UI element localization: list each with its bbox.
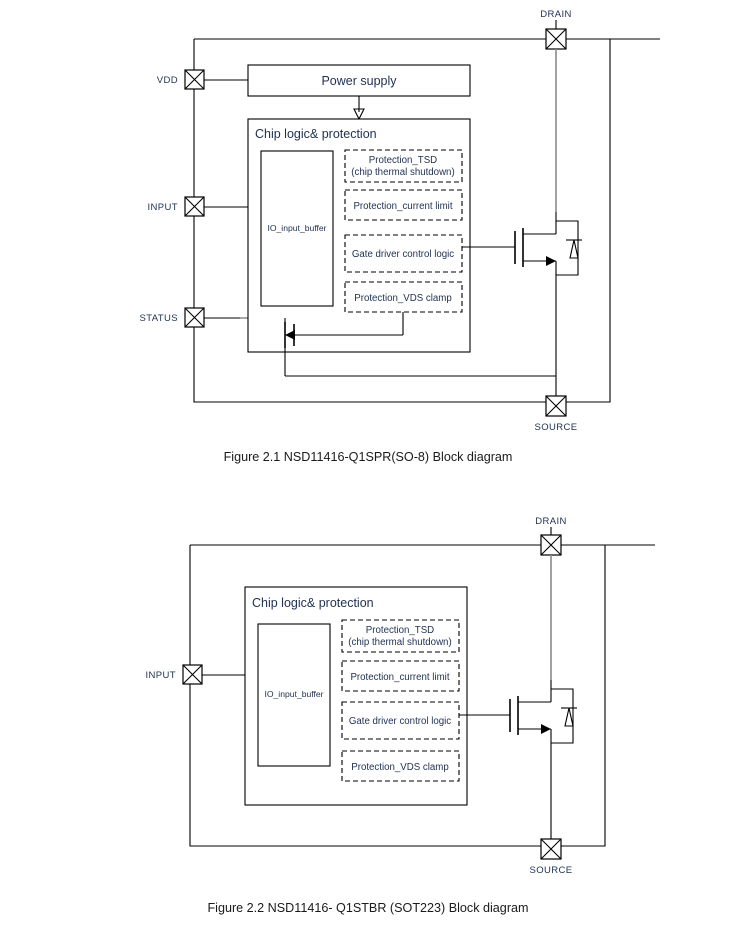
pin-status-x2-1 — [184, 307, 205, 328]
label-protection-tsd-line1-1: Protection_TSD — [369, 155, 437, 166]
pin-drain-x2-1 — [545, 28, 567, 50]
label-protection-current-limit-1: Protection_current limit — [353, 201, 452, 212]
pin-drain-x2-2 — [540, 534, 562, 556]
label-chip-logic-1: Chip logic& protection — [255, 127, 377, 141]
block-io-input-buffer-1[interactable] — [260, 150, 334, 307]
label-protection-tsd-line2-1: (chip thermal shutdown) — [351, 167, 454, 178]
block-protection-tsd-2[interactable] — [341, 619, 460, 653]
body-diode-triangle-2 — [564, 707, 574, 727]
label-protection-tsd-line1-2: Protection_TSD — [366, 625, 434, 636]
label-io-input-buffer-2: IO_input_buffer — [264, 689, 323, 699]
block-gate-driver-2[interactable] — [341, 701, 460, 740]
block-protection-vds-clamp-1[interactable] — [344, 281, 463, 313]
pin-source-x2-1 — [545, 395, 567, 417]
pin-vdd-x2-1 — [184, 69, 205, 90]
label-protection-vds-clamp-2: Protection_VDS clamp — [351, 762, 448, 773]
figure-2-caption: Figure 2.2 NSD11416- Q1STBR (SOT223) Blo… — [207, 901, 529, 915]
block-protection-vds-clamp-2[interactable] — [341, 750, 460, 782]
label-gate-driver-2: Gate driver control logic — [349, 716, 451, 727]
pin-label-input-1: INPUT — [148, 202, 179, 213]
block-gate-driver-1[interactable] — [344, 234, 463, 273]
pin-label-drain-1: DRAIN — [540, 9, 572, 20]
label-protection-tsd-line2-2: (chip thermal shutdown) — [348, 637, 451, 648]
label-power-supply-1: Power supply — [321, 74, 397, 88]
label-chip-logic-2: Chip logic& protection — [252, 596, 374, 610]
pin-input-x2-2 — [182, 664, 203, 685]
label-gate-driver-1: Gate driver control logic — [352, 249, 454, 260]
power-fet-source-arrow-1 — [546, 256, 556, 266]
pin-label-input-2: INPUT — [146, 670, 177, 681]
body-diode-bracket-2 — [551, 688, 574, 744]
figure-1-caption: Figure 2.1 NSD11416-Q1SPR(SO-8) Block di… — [223, 450, 513, 464]
power-fet-source-arrow-2 — [541, 724, 551, 734]
block-io-input-buffer-2[interactable] — [257, 623, 331, 767]
pin-label-source-1: SOURCE — [534, 422, 577, 433]
block-protection-current-limit-2[interactable] — [341, 660, 460, 692]
power-to-logic-arrowhead-1 — [353, 108, 365, 121]
label-io-input-buffer-1: IO_input_buffer — [267, 223, 326, 233]
block-protection-current-limit-1[interactable] — [344, 189, 463, 221]
pin-label-drain-2: DRAIN — [535, 516, 567, 527]
pin-label-vdd-1: VDD — [157, 75, 178, 86]
pin-label-status-1: STATUS — [140, 313, 178, 324]
pin-source-x2-2 — [540, 838, 562, 860]
label-protection-current-limit-2: Protection_current limit — [350, 672, 449, 683]
body-diode-triangle-1 — [569, 239, 579, 259]
block-protection-tsd-1[interactable] — [344, 149, 463, 183]
pin-input-x2-1 — [184, 196, 205, 217]
block-power-supply-1[interactable] — [247, 64, 471, 97]
status-fet-arrow-1 — [285, 330, 295, 340]
label-protection-vds-clamp-1: Protection_VDS clamp — [354, 293, 451, 304]
body-diode-bracket-1 — [556, 220, 579, 276]
pin-label-source-2: SOURCE — [529, 865, 572, 876]
